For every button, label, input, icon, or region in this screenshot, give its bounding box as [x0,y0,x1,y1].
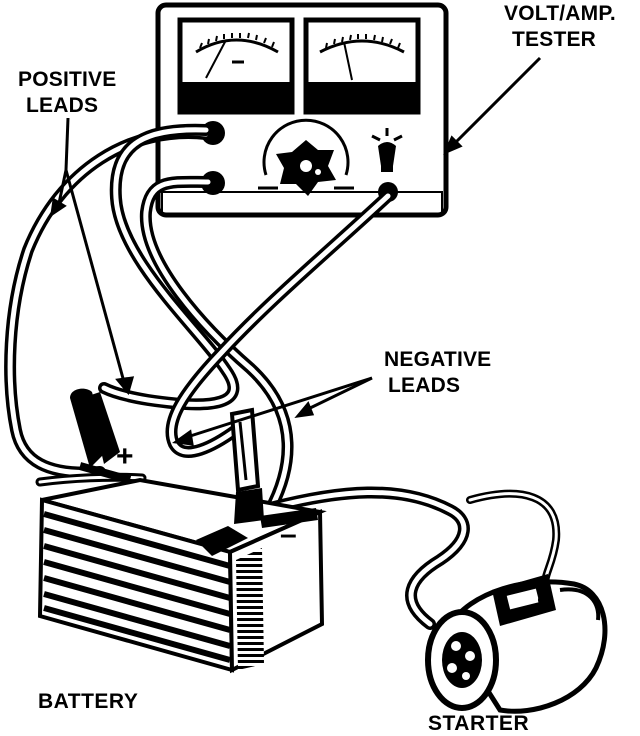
load-knob-icon [258,118,354,196]
tester-label-line-2: TESTER [512,28,596,51]
negative-leads-label-line-2: LEADS [388,374,460,397]
volt-amp-tester-icon [155,2,449,218]
battery-icon [37,388,327,674]
starter-label: STARTER [428,712,529,735]
positive-clamp-icon [70,388,132,484]
voltmeter-gauge-icon [177,17,295,115]
tester-label-line-1: VOLT/AMP. [504,2,616,25]
minus-sign-label: – [280,518,297,551]
callout-arrows [50,56,542,446]
negative-leads-label-line-1: NEGATIVE [384,348,491,371]
starter-motor-icon [425,574,608,714]
negative-clamp-icon [229,407,264,524]
plus-sign-label: + [116,440,134,473]
labels: VOLT/AMP. TESTER POSITIVE LEADS NEGATIVE… [18,2,616,735]
battery-label: BATTERY [38,690,138,713]
lamp-indicator-icon [371,128,403,172]
positive-leads-label-line-2: LEADS [26,94,98,117]
ammeter-gauge-icon [303,17,421,115]
positive-leads-label-line-1: POSITIVE [18,68,116,91]
